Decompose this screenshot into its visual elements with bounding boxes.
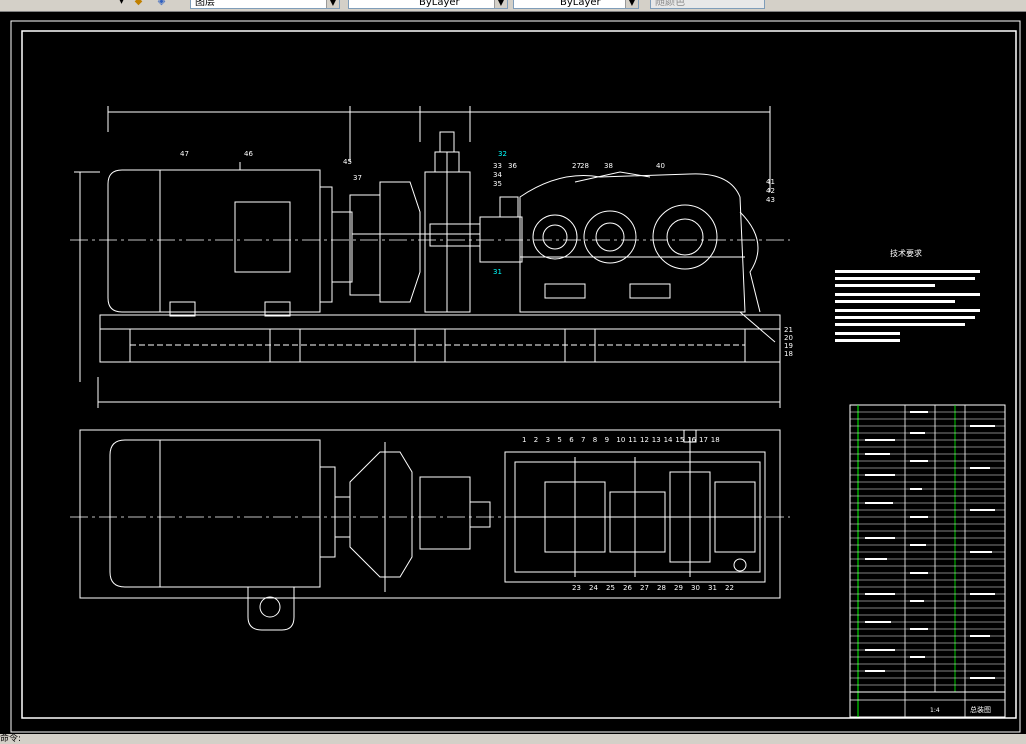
callout-plan-bottom-24: 24 — [589, 584, 598, 592]
callout-21: 21 — [784, 326, 793, 334]
callout-plan-top-15: 15 — [675, 436, 684, 444]
outer-frame — [10, 20, 1021, 733]
callout-plan-top-11: 11 — [628, 436, 637, 444]
callout-plan-top-5: 5 — [557, 436, 561, 444]
callout-plan-top-13: 13 — [652, 436, 661, 444]
callout-plan-bottom-28: 28 — [657, 584, 666, 592]
callout-plan-bottom-30: 30 — [691, 584, 700, 592]
linetype-combo[interactable]: ByLayer ▼ — [348, 0, 508, 9]
layer-combo[interactable]: 图层 ▼ — [190, 0, 340, 9]
color-combo: 随颜色 — [650, 0, 765, 9]
chevron-down-icon[interactable]: ▼ — [494, 0, 507, 8]
callout-plan-bottom-31: 31 — [708, 584, 717, 592]
tech-req-title: 技术要求 — [890, 248, 922, 258]
callout-31: 31 — [493, 268, 502, 276]
callout-28: 28 — [580, 162, 589, 170]
callout-plan-top-10: 10 — [616, 436, 625, 444]
callout-35: 35 — [493, 180, 502, 188]
properties-toolbar: ▾ ◆ ◈ 图层 ▼ ByLayer ▼ ByLayer ▼ 随颜色 — [0, 0, 1026, 12]
callout-38: 38 — [604, 162, 613, 170]
callout-plan-top-3: 3 — [546, 436, 550, 444]
callout-45: 45 — [343, 158, 352, 166]
layer-combo-value: 图层 — [195, 0, 215, 8]
chevron-down-icon[interactable]: ▼ — [625, 0, 638, 8]
command-prompt: 命令: — [0, 734, 22, 744]
layer-previous-icon[interactable]: ◈ — [157, 0, 166, 7]
callout-plan-bottom-26: 26 — [623, 584, 632, 592]
drawing-canvas[interactable]: 47 46 45 37 33 34 35 31 32 36 27 28 38 4… — [0, 12, 1026, 734]
title-block-name: 总装图 — [970, 705, 991, 714]
inner-frame — [21, 30, 1017, 719]
dropdown-arrow-icon[interactable]: ▾ — [118, 0, 125, 7]
callout-42: 42 — [766, 187, 775, 195]
technical-requirements: 技术要求 — [835, 248, 980, 342]
layer-state-icon[interactable]: ◆ — [134, 0, 143, 7]
callout-40: 40 — [656, 162, 665, 170]
lineweight-combo-value: ByLayer — [560, 0, 601, 8]
callout-37: 37 — [353, 174, 362, 182]
callout-27: 27 — [572, 162, 581, 170]
callout-plan-bottom-23: 23 — [572, 584, 581, 592]
title-block-scale: 1:4 — [930, 707, 940, 714]
callout-46: 46 — [244, 150, 253, 158]
callout-34: 34 — [493, 171, 502, 179]
callout-plan-top-8: 8 — [593, 436, 597, 444]
callout-plan-top-14: 14 — [664, 436, 673, 444]
callout-plan-top-1: 1 — [522, 436, 526, 444]
color-combo-value: 随颜色 — [655, 0, 685, 8]
linetype-combo-value: ByLayer — [419, 0, 460, 8]
callout-plan-top-2: 2 — [534, 436, 538, 444]
callout-plan-bottom-29: 29 — [674, 584, 683, 592]
callout-plan-bottom-25: 25 — [606, 584, 615, 592]
cad-drawing: 47 46 45 37 33 34 35 31 32 36 27 28 38 4… — [10, 20, 1021, 733]
callout-plan-top-18: 18 — [711, 436, 720, 444]
callout-plan-top-6: 6 — [569, 436, 574, 444]
chevron-down-icon[interactable]: ▼ — [326, 0, 339, 8]
callout-47: 47 — [180, 150, 189, 158]
callout-18: 18 — [784, 350, 793, 358]
callout-plan-bottom-27: 27 — [640, 584, 649, 592]
callout-plan-top-9: 9 — [605, 436, 609, 444]
elevation-view — [74, 106, 781, 408]
callout-plan-top-17: 17 — [699, 436, 708, 444]
lineweight-combo[interactable]: ByLayer ▼ — [513, 0, 639, 9]
callout-41: 41 — [766, 178, 775, 186]
callout-43: 43 — [766, 196, 775, 204]
command-line[interactable]: 命令: — [0, 734, 1026, 744]
callout-plan-top-16: 16 — [687, 436, 696, 444]
plan-view — [79, 429, 781, 631]
callout-20: 20 — [784, 334, 793, 342]
callout-19: 19 — [784, 342, 793, 350]
callout-36: 36 — [508, 162, 517, 170]
callout-plan-top-12: 12 — [640, 436, 649, 444]
callout-33: 33 — [493, 162, 502, 170]
callout-labels: 47 46 45 37 33 34 35 31 32 36 27 28 38 4… — [180, 150, 793, 358]
callout-plan-bottom-22: 22 — [725, 584, 734, 592]
parts-list-table: 总装图 1:4 — [849, 404, 1006, 718]
callout-32: 32 — [498, 150, 507, 158]
callout-plan-top-7: 7 — [581, 436, 585, 444]
